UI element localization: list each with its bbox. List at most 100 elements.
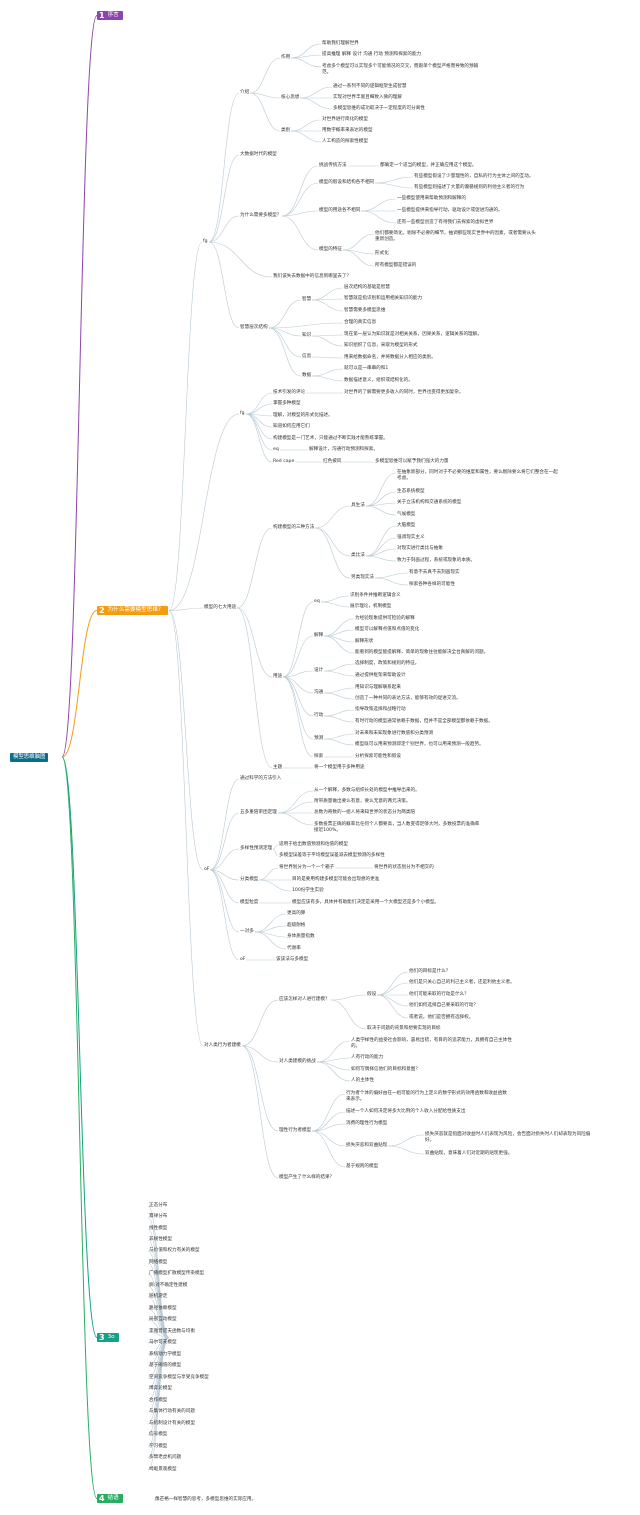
connector-n142 <box>311 1130 346 1168</box>
node-n136b: 来表示。 <box>346 1097 365 1102</box>
connector-n099 <box>277 801 314 814</box>
node-n113: 模型应该有多，具体并有助能们决定是采用一个大模型还是多个小模型。 <box>292 900 440 905</box>
connector-n010 <box>299 97 333 110</box>
node-n064: 大脑模型 <box>397 523 416 528</box>
connector-n114 <box>209 869 240 933</box>
node-n082: 通过提供框架来帮助设计 <box>355 673 406 678</box>
node-n048: 掌握多种模型 <box>273 401 301 406</box>
connector-n089 <box>236 607 273 678</box>
connector-n008 <box>299 86 333 99</box>
node-n016: 为什么需要多模型？ <box>240 213 282 218</box>
connector-n007 <box>249 92 281 99</box>
connector-n005 <box>290 54 322 59</box>
connector-n064 <box>365 525 397 557</box>
connector-n021 <box>374 182 414 189</box>
node-n027b: 重新创造。 <box>375 237 398 242</box>
node-n147: 非线性模型 <box>149 1237 172 1242</box>
node-n065: 强调现实主义 <box>397 535 425 540</box>
connector-n070 <box>374 577 409 586</box>
node-n093: 探索 <box>314 754 324 759</box>
node-n033: 层次结构的基础是智慧 <box>344 285 390 290</box>
connector-n098 <box>277 790 314 814</box>
node-n094: 分析探索可能性和假设 <box>355 754 401 759</box>
connector-n128 <box>376 994 409 1019</box>
connector-n144 <box>147 1205 170 1338</box>
connector-n134 <box>316 1061 351 1082</box>
node-n124: 他们的目标是什么？ <box>409 969 451 974</box>
connector-n066 <box>365 548 397 557</box>
node-n152: 随机游走 <box>149 1294 168 1299</box>
node-n061: 关于立法机构和交通系统的模型 <box>397 500 462 505</box>
node-n005: 提高推理 解释 设计 沟通 行动 预测和探索的能力 <box>322 52 422 57</box>
connector-n119 <box>209 869 240 961</box>
connector-n026 <box>281 215 319 251</box>
connector-n085 <box>323 692 355 700</box>
node-n059: 在抽象新部分，同时对于不必要的维度和属性，要么剔除要么将它们整合在一起 <box>397 470 558 475</box>
connector-n025 <box>360 210 397 224</box>
node-n125: 他们是只关心自己的利己主义者，还是利他主义者。 <box>409 980 515 985</box>
connector-n048 <box>245 403 273 415</box>
connector-b3 <box>61 756 98 1338</box>
node-n150: 广播模型扩散模型传染模型 <box>149 1271 205 1276</box>
node-n121: 对人类行为者建模 <box>204 1043 241 1048</box>
node-n138: 消费的理性行为模型 <box>346 1121 388 1126</box>
node-n029: 所有模型都是错误的 <box>375 263 417 268</box>
node-n078: 解释形状 <box>355 639 374 644</box>
connector-n016 <box>208 215 240 243</box>
connector-n060 <box>365 491 397 507</box>
node-n085: 创造了一种共同的表达方法，能够有效的促进交流。 <box>355 696 461 701</box>
connector-n100 <box>209 812 240 871</box>
node-n070: 探索各种各样的可能性 <box>409 582 455 587</box>
node-n025: 还有一些模型创造了有待我们去探索的虚拟世界 <box>397 220 494 225</box>
connector-n140 <box>387 1134 425 1147</box>
connector-n069 <box>374 572 409 579</box>
node-n091: 对未来和未知现象进行数值和分类预测 <box>355 731 434 736</box>
connector-n027 <box>342 233 375 251</box>
node-n051: 构建模型是一门艺术，只能通过不断实践才能熟练掌握。 <box>273 436 388 441</box>
connector-n087 <box>323 709 355 717</box>
node-n107: 分类模型 <box>240 877 259 882</box>
node-n035: 智慧需要多模型思维 <box>344 308 386 313</box>
connector-n107 <box>209 869 240 881</box>
connector-n131 <box>316 1040 351 1063</box>
connector-n063 <box>314 527 351 557</box>
connector-n023 <box>360 198 397 212</box>
connector-n141 <box>387 1145 425 1155</box>
node-n010: 多模型思维的成功取决于一定程度的可分离性 <box>333 106 425 111</box>
node-n109: 将世界的状态划分为不相交的 <box>374 865 434 870</box>
connector-n004 <box>290 43 322 59</box>
node-n022: 模型的用途各不相同 <box>319 208 361 213</box>
node-n126: 他们可能采取的行动是什么？ <box>409 992 469 997</box>
connector-n091 <box>323 733 355 740</box>
connector-n073 <box>320 595 350 603</box>
node-n120: 该该法与多模型 <box>276 957 309 962</box>
connector-n011 <box>249 92 281 132</box>
node-n056: 多模型思维可以赋予我们强大的力量 <box>375 459 449 464</box>
node-n098: 从一个解释，多数与组织长处的模型中推导出来的。 <box>314 788 420 793</box>
connector-n139 <box>311 1130 346 1147</box>
node-n075: 解释 <box>314 633 324 638</box>
node-n040: 信息 <box>302 354 312 359</box>
node-n020: 有些模型假设了少量理性的，自私的行为主体之间的互动。 <box>414 174 534 179</box>
node-n081: 选择制度，政策和规则的特征。 <box>355 661 420 666</box>
node-n007: 核心思想 <box>281 95 300 100</box>
connector-n075 <box>282 635 314 678</box>
node-n044: 数据描述意义，组织或结构化的。 <box>344 378 413 383</box>
node-n083: 沟通 <box>314 690 324 695</box>
connector-n001 <box>168 241 203 611</box>
connector-n097 <box>209 778 240 871</box>
connector-n090 <box>282 676 314 740</box>
node-n099: 附带质量做出要么有意，要么无意的两元决策。 <box>314 799 411 804</box>
node-n110: 目的是要用构建多模型可能会出现想的更准 <box>292 877 380 882</box>
node-n143: 模型产生了什么样的结果？ <box>279 1175 335 1180</box>
branch-label: 结语 <box>107 1495 119 1501</box>
connector-n029 <box>342 249 375 267</box>
node-n073: 识别条件并推断逻辑含义 <box>350 593 401 598</box>
connector-n127 <box>376 994 409 1007</box>
connector-n077 <box>323 629 355 637</box>
